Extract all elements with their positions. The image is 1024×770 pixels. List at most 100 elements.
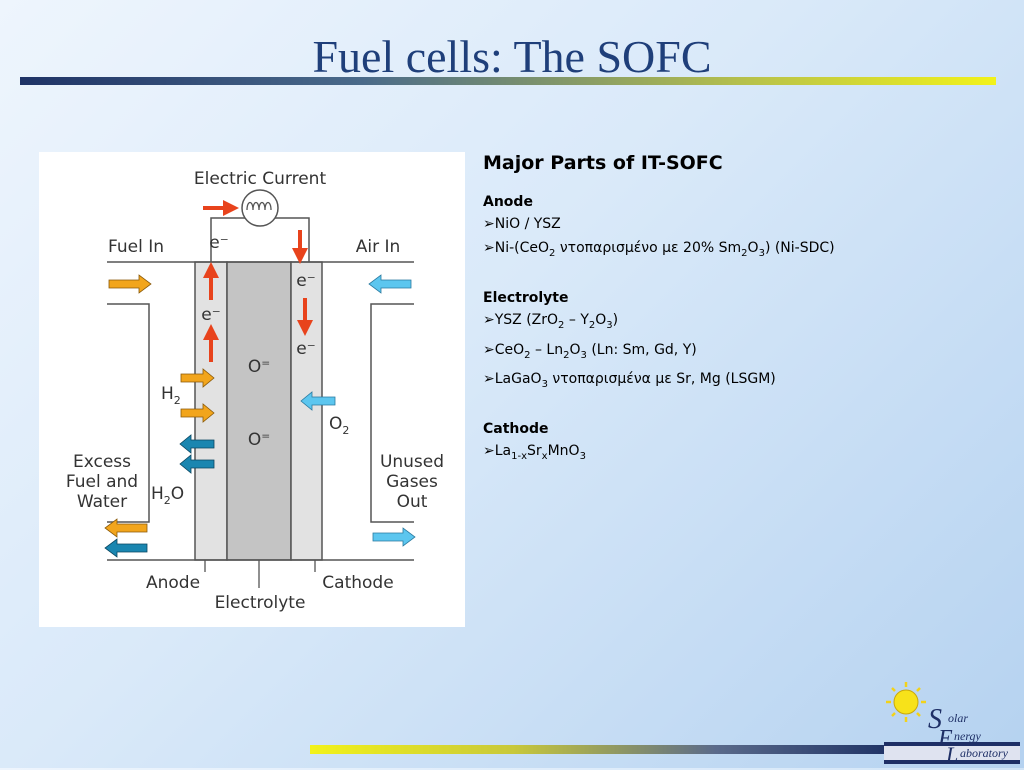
- subscript: 3: [606, 319, 613, 331]
- fuel-channel-wall: [107, 303, 150, 523]
- unused-gases-label-3: Out: [397, 492, 428, 512]
- electron-label-cathode-1: e⁻: [296, 271, 315, 291]
- electron-arrows: [203, 200, 313, 362]
- oxide-ion-label-2: O⁼: [248, 430, 270, 450]
- electrolyte-label: Electrolyte: [215, 593, 306, 613]
- title-underline-bar: [20, 77, 996, 85]
- item-text: ντοπαρισμένο με 20% Sm: [555, 240, 742, 256]
- cathode-label: Cathode: [322, 573, 393, 593]
- h2-arrow-1: [180, 368, 215, 388]
- subscript: 3: [580, 349, 587, 361]
- logo-word-solar: olar: [948, 711, 968, 725]
- item-text: – Ln: [530, 341, 564, 358]
- list-item: ➢LaGaO3 ντοπαρισμένα με Sr, Mg (LSGM): [483, 367, 1003, 397]
- o2-arrow: [300, 391, 336, 411]
- logo-word-laboratory: aboratory: [960, 746, 1009, 760]
- electrolyte-layer: [226, 261, 292, 561]
- logo-word-energy: nergy: [954, 729, 982, 743]
- water-arrows: [104, 434, 215, 558]
- item-text: CeO: [494, 341, 525, 358]
- fuel-arrows: [104, 274, 215, 538]
- h2o-label: H2O: [151, 484, 184, 507]
- oxygen-arrows: [300, 274, 416, 547]
- cathode-heading: Cathode: [483, 421, 549, 438]
- logo-light-band: [884, 746, 1020, 760]
- solar-energy-laboratory-logo: S olar E nergy L aboratory: [882, 682, 1022, 767]
- subscript: 1-x: [511, 450, 528, 462]
- list-item: ➢YSZ (ZrO2 – Y2O3): [483, 308, 1003, 338]
- list-item: ➢Ni-(CeO2 ντοπαρισμένο με 20% Sm2O3) (Ni…: [483, 236, 1003, 266]
- sofc-diagram: Electric Current Fuel In Air In e⁻ e⁻ e⁻…: [39, 152, 465, 627]
- h2o-arrow-1: [179, 434, 215, 454]
- air-in-arrow: [368, 274, 412, 294]
- subscript: 2: [741, 247, 748, 259]
- item-text: NiO / YSZ: [494, 216, 561, 232]
- list-item: ➢CeO2 – Ln2O3 (Ln: Sm, Gd, Y): [483, 338, 1003, 368]
- sun-icon: [886, 682, 926, 722]
- excess-fuel-label-2: Fuel and: [66, 472, 138, 492]
- subscript: 3: [579, 450, 586, 462]
- list-item: ➢La1-xSrxMnO3: [483, 439, 1003, 469]
- item-text: YSZ (ZrO: [494, 311, 559, 328]
- electron-label-circuit: e⁻: [209, 233, 228, 253]
- logo-letter-e: E: [937, 726, 953, 752]
- logo-svg: S olar E nergy L aboratory: [884, 682, 1020, 767]
- subscript: x: [541, 450, 548, 462]
- h2-label: H2: [161, 384, 181, 407]
- item-text: ντοπαρισμένα με Sr, Mg (LSGM): [547, 371, 776, 388]
- air-in-label: Air In: [356, 237, 401, 257]
- item-text: La: [494, 443, 512, 460]
- electric-current-label: Electric Current: [194, 169, 327, 189]
- item-text: (Ln: Sm, Gd, Y): [586, 341, 697, 358]
- anode-heading: Anode: [483, 194, 533, 210]
- bullet-arrow-icon: ➢: [483, 240, 495, 256]
- cathode-list: ➢La1-xSrxMnO3: [483, 439, 1003, 469]
- anode-label: Anode: [146, 573, 200, 593]
- anode-list: ➢NiO / YSZ➢Ni-(CeO2 ντοπαρισμένο με 20% …: [483, 212, 1003, 266]
- subscript: 2: [558, 319, 565, 331]
- item-text: O: [595, 311, 607, 328]
- electrolyte-heading: Electrolyte: [483, 289, 569, 306]
- item-text: ): [612, 311, 619, 328]
- bullet-arrow-icon: ➢: [483, 371, 495, 388]
- subscript: 2: [588, 319, 596, 331]
- it-sofc-parts-panel: Major Parts of IT-SOFC Anode ➢NiO / YSZ➢…: [483, 152, 1003, 469]
- h2-arrow-2: [180, 403, 215, 423]
- electron-label-cathode-2: e⁻: [296, 339, 315, 359]
- item-text: MnO: [547, 443, 580, 460]
- item-text: Ni-(CeO: [494, 240, 550, 256]
- list-item: ➢NiO / YSZ: [483, 212, 1003, 236]
- item-text: ) (Ni-SDC): [764, 240, 835, 256]
- item-text: O: [569, 341, 581, 358]
- excess-fuel-label-1: Excess: [73, 452, 131, 472]
- subscript: 2: [563, 349, 570, 361]
- load-resistor: [241, 189, 279, 227]
- subscript: 3: [758, 247, 765, 259]
- bullet-arrow-icon: ➢: [483, 216, 495, 232]
- electron-label-anode: e⁻: [201, 305, 220, 325]
- item-text: LaGaO: [494, 371, 542, 388]
- bullet-arrow-icon: ➢: [483, 341, 495, 358]
- air-channel-wall: [370, 303, 414, 523]
- unused-gas-arrow: [372, 527, 416, 547]
- excess-fuel-arrow: [104, 518, 148, 538]
- h2o-arrow-2: [179, 454, 215, 474]
- resistor-coil: [246, 201, 272, 211]
- item-text: Sr: [527, 443, 542, 460]
- subscript: 2: [524, 349, 531, 361]
- footer-bar: [310, 745, 890, 754]
- fuel-in-label: Fuel In: [108, 237, 164, 257]
- subscript: 3: [541, 379, 548, 391]
- oxide-ion-label-1: O⁼: [248, 357, 270, 377]
- unused-gases-label-2: Gases: [386, 472, 438, 492]
- subscript: 2: [549, 247, 556, 259]
- o2-label: O2: [329, 414, 349, 437]
- logo-letter-s: S: [928, 704, 942, 735]
- excess-fuel-label-3: Water: [77, 492, 127, 512]
- unused-gases-label-1: Unused: [380, 452, 444, 472]
- panel-heading: Major Parts of IT-SOFC: [483, 152, 723, 174]
- bullet-arrow-icon: ➢: [483, 311, 495, 328]
- fuel-in-arrow: [108, 274, 152, 294]
- sofc-diagram-svg: Electric Current Fuel In Air In e⁻ e⁻ e⁻…: [66, 169, 444, 613]
- electrolyte-list: ➢YSZ (ZrO2 – Y2O3)➢CeO2 – Ln2O3 (Ln: Sm,…: [483, 308, 1003, 397]
